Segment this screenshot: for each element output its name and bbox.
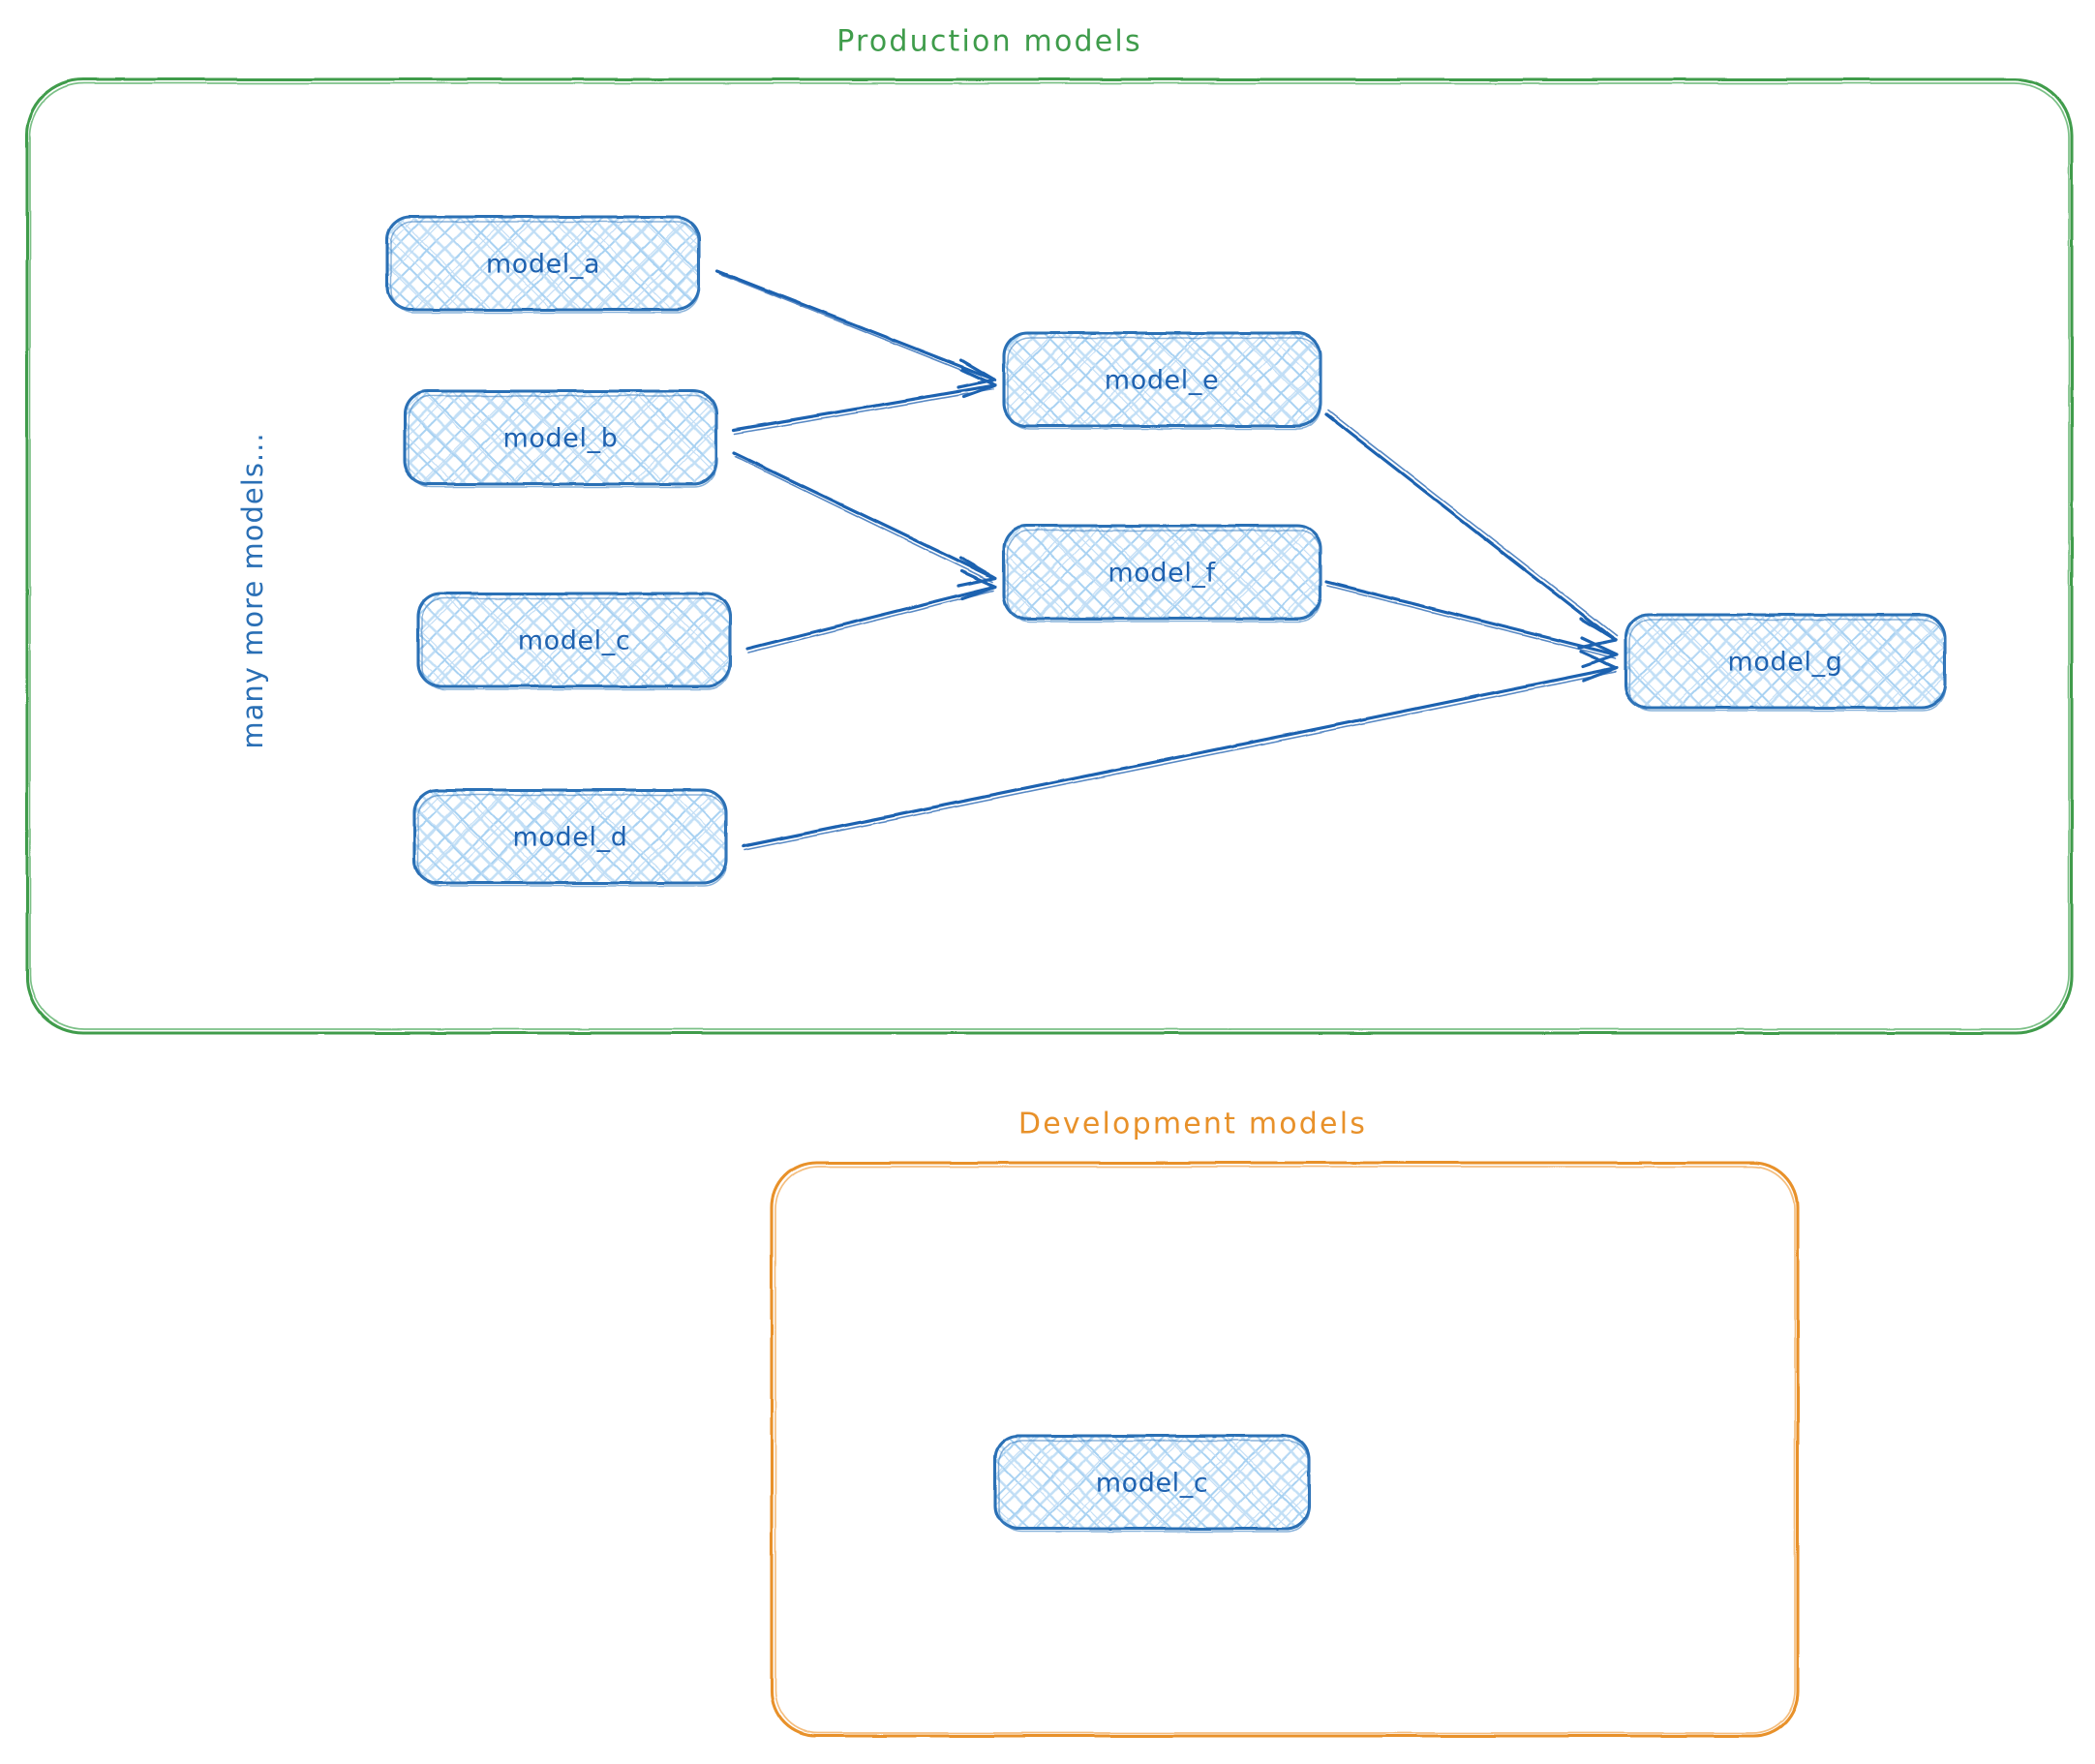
node-layer: model_a model_b [385, 215, 1947, 1533]
node-model-c[interactable]: model_c [416, 592, 732, 690]
development-group-border [770, 1161, 1800, 1738]
edge-model-d-to-model-g [742, 650, 1619, 851]
group-production: Production models [25, 25, 2074, 1035]
production-group-border [25, 77, 2074, 1035]
node-model-e-label: model_e [1105, 366, 1219, 396]
node-model-c-dev-label: model_c [1096, 1469, 1209, 1499]
edge-model-e-to-model-g [1324, 410, 1618, 650]
node-model-f[interactable]: model_f [1002, 524, 1322, 623]
node-model-g[interactable]: model_g [1624, 613, 1947, 712]
node-model-c-dev[interactable]: model_c [993, 1434, 1311, 1533]
node-model-d-label: model_d [513, 823, 628, 853]
edge-layer [715, 269, 1619, 851]
edge-model-c-to-model-f [745, 569, 997, 654]
many-more-models-label: many more models... [236, 432, 269, 748]
node-model-b[interactable]: model_b [403, 389, 718, 488]
production-group-title: Production models [836, 25, 1142, 59]
node-model-g-label: model_g [1728, 648, 1843, 678]
node-model-d[interactable]: model_d [412, 788, 728, 887]
edge-model-f-to-model-g [1324, 580, 1619, 668]
group-development: Development models [770, 1108, 1800, 1738]
node-model-b-label: model_b [503, 424, 619, 454]
production-group-border-echo [29, 82, 2070, 1030]
node-model-a[interactable]: model_a [385, 215, 701, 314]
side-label-group: many more models... [236, 432, 269, 748]
node-model-f-label: model_f [1108, 559, 1216, 589]
development-group-title: Development models [1018, 1108, 1367, 1141]
edge-model-a-to-model-e [715, 269, 996, 389]
node-model-e[interactable]: model_e [1002, 331, 1322, 430]
node-model-a-label: model_a [486, 250, 600, 280]
node-model-c-label: model_c [518, 626, 631, 656]
edge-model-b-to-model-e [732, 368, 997, 435]
development-group-border-echo [774, 1166, 1796, 1734]
edge-model-b-to-model-f [732, 451, 997, 588]
